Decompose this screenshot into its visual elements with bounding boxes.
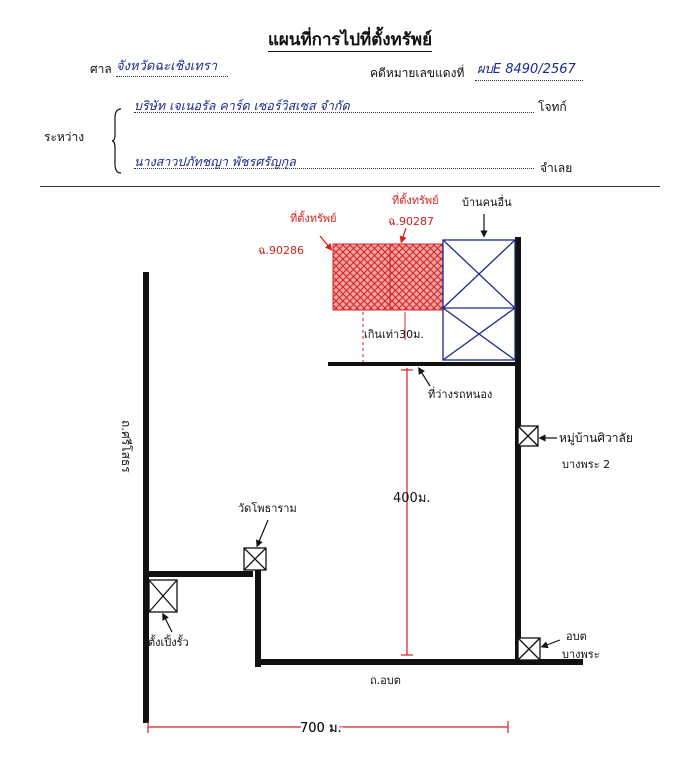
arrow-bottom-left: [162, 612, 173, 633]
defendant-underline: [134, 168, 534, 169]
case-underline: [475, 80, 583, 81]
distance-horizontal-label: 700 ม.: [300, 721, 342, 736]
document-title: แผนที่การไปที่ตั้งทรัพย์: [267, 30, 433, 52]
village-label: หมู่บ้านศิวาลัย: [559, 431, 633, 446]
case-number: ผบE 8490/2567: [477, 62, 576, 77]
plaintiff-name: บริษัท เจเนอรัล คาร์ด เซอร์วิสเซส จำกัด: [134, 98, 350, 113]
neighbor-house-label: บ้านคนอื่น: [462, 194, 512, 209]
property-parcel-90286: [332, 243, 391, 311]
bottom-left-landmark-icon: [148, 579, 178, 613]
case-label: คดีหมายเลขแดงที่: [370, 66, 465, 80]
deed-number-1: ฉ.90286: [258, 244, 304, 257]
road-name-bottom: ถ.อบต: [370, 674, 401, 687]
brace-icon: [112, 108, 122, 174]
arrow-deed-2: [399, 227, 407, 244]
plaintiff-label: โจทก์: [538, 100, 567, 114]
header-separator: [40, 186, 660, 187]
property-parcel-90287: [389, 243, 444, 311]
defendant-label: จำเลย: [540, 161, 573, 175]
village-landmark-icon: [517, 425, 539, 447]
defendant-name: นางสาวปภัทชญา พัชรศรัญกุล: [134, 154, 296, 169]
arrow-vacant: [418, 366, 431, 387]
court-label: ศาล: [90, 62, 112, 76]
vertical-distance-marker: [401, 368, 413, 656]
arrow-deed-1: [319, 235, 333, 251]
village-sub-label: บางพระ 2: [562, 458, 610, 471]
horizontal-distance-marker: [147, 721, 509, 733]
court-underline: [116, 76, 228, 77]
arrow-temple: [256, 519, 269, 548]
vacant-land-label: ที่ว่างรถหนอง: [428, 386, 492, 401]
landmark-bottom-left-label: ตั้งเปิ้งรั้ว: [148, 634, 189, 649]
roads: [143, 237, 583, 723]
property-label-1: ที่ตั้งทรัพย์: [290, 210, 337, 225]
temple-label: วัดโพธาราม: [238, 501, 297, 515]
distance-horizontal-text: 700 ม.: [300, 721, 342, 736]
between-label: ระหว่าง: [44, 130, 85, 144]
distance-note: เกินเท่า30ม.: [364, 328, 424, 341]
road-name-left: ถ.ศรีโสธร: [119, 420, 133, 473]
property-label-2: ที่ตั้งทรัพย์: [392, 192, 439, 207]
court-value: จังหวัดฉะเชิงเทรา: [116, 59, 218, 74]
arrow-obt: [540, 639, 561, 649]
temple-landmark-icon: [243, 547, 267, 571]
obt-landmark-icon: [517, 637, 541, 661]
obt-sub-label: บางพระ: [562, 648, 600, 661]
distance-vertical-label: 400ม.: [393, 491, 431, 506]
plaintiff-underline: [134, 112, 534, 113]
deed-number-2: ฉ.90287: [388, 215, 434, 228]
obt-label: อบต: [566, 630, 587, 643]
neighbor-house-icon: [442, 239, 516, 361]
